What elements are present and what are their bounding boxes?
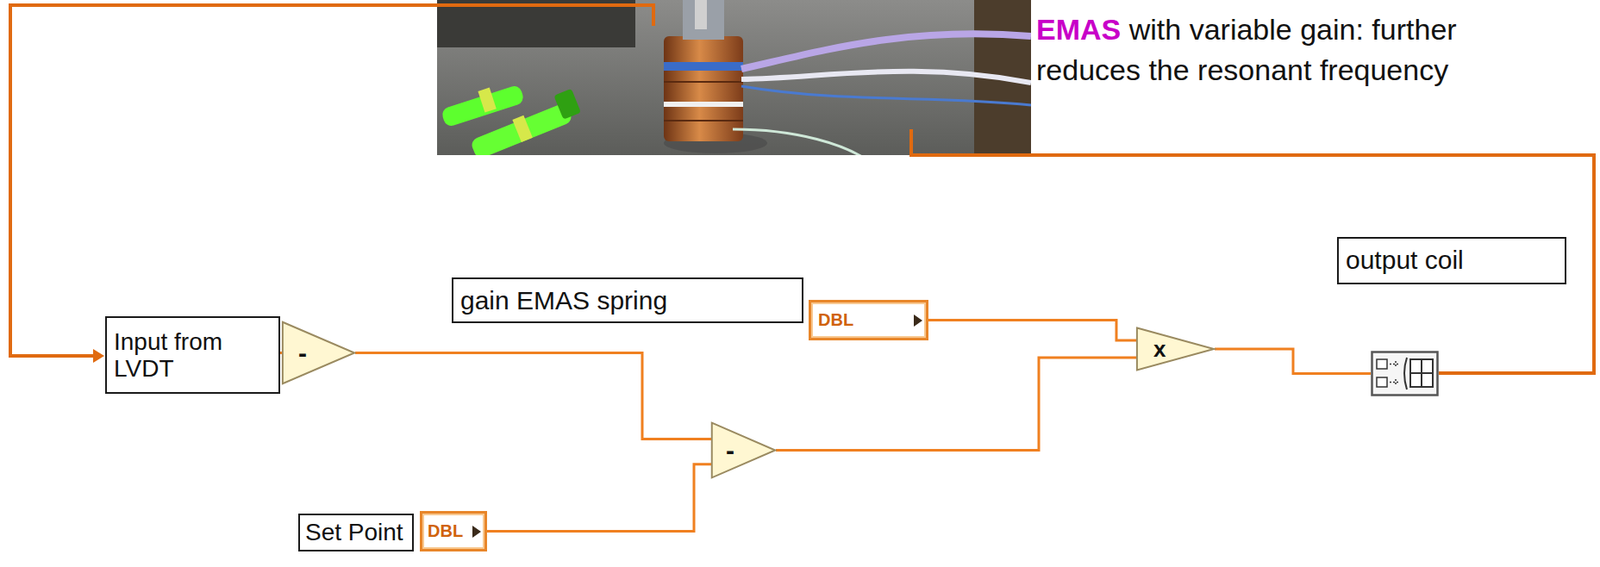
build-array-glyph (1370, 350, 1439, 397)
label-box: Input from LVDT (105, 316, 281, 394)
box-label: gain EMAS spring (460, 286, 668, 316)
box-label: Set Point (305, 518, 404, 546)
coil (663, 0, 744, 142)
terminal-arrow (913, 314, 923, 327)
icon-label-box: output coil (1337, 237, 1567, 285)
terminal-arrow (472, 525, 482, 538)
terminal-type: DBL (427, 521, 463, 542)
dbl-terminal: DBL (808, 300, 929, 341)
triangle-outline (1136, 327, 1215, 371)
note-block: EMASwith variable gain: further reduces t… (1036, 12, 1457, 88)
function-triangle: x (1136, 327, 1215, 371)
data-wire (1214, 349, 1371, 375)
data-wire (280, 351, 282, 355)
setup-photo (437, 0, 1032, 156)
data-wire (775, 357, 1137, 451)
note-line: reduces the resonant frequency (1036, 52, 1457, 88)
function-triangle: - (711, 422, 776, 479)
cables (732, 33, 1032, 156)
data-wire (928, 320, 1137, 342)
build-array-icon: output coil (1370, 350, 1439, 397)
data-wire (355, 353, 712, 440)
triangle-outline (281, 321, 356, 385)
triangle-outline (711, 422, 776, 479)
dbl-terminal: DBL (419, 511, 488, 552)
operator-symbol: - (298, 340, 307, 367)
note-line: EMASwith variable gain: further (1036, 12, 1457, 48)
operator-symbol: x (1153, 337, 1166, 361)
function-triangle: - (281, 321, 356, 385)
operator-symbol: - (725, 437, 735, 464)
terminal-type: DBL (818, 310, 854, 331)
label-box: Set Point (298, 513, 414, 552)
note-text: reduces the resonant frequency (1036, 53, 1449, 87)
label-box: gain EMAS spring (451, 277, 804, 324)
data-wire (487, 464, 712, 532)
box-label: Input from LVDT (113, 328, 272, 383)
highlight-term: EMAS (1036, 12, 1121, 46)
green-tools (440, 84, 582, 156)
note-text: with variable gain: further (1129, 12, 1457, 46)
